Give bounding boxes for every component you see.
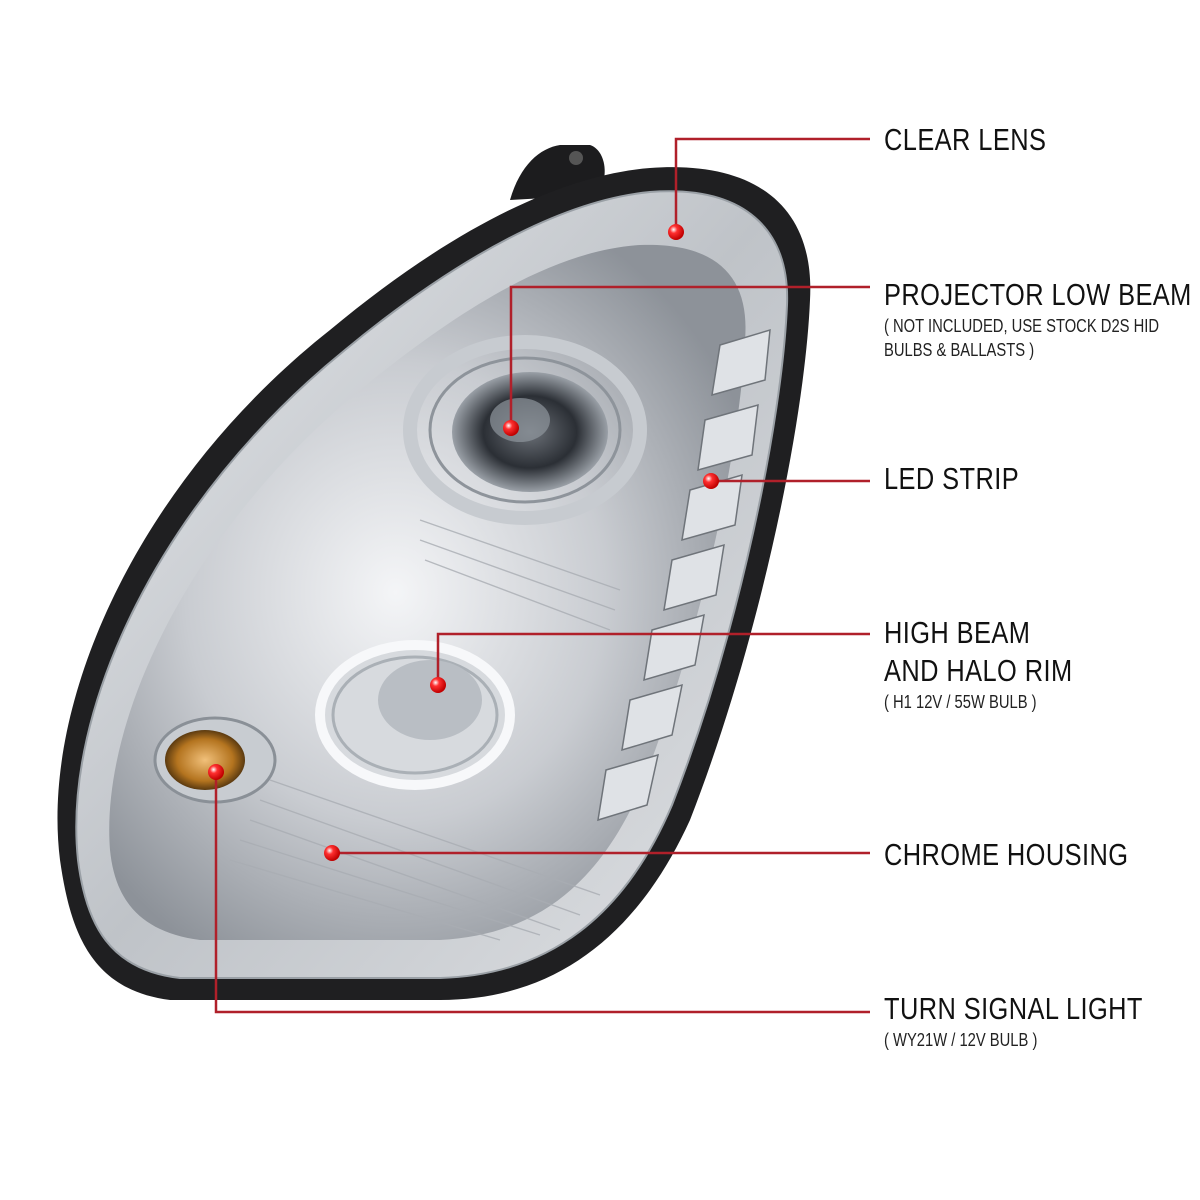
- reflector-ribs: [229, 519, 621, 941]
- clear-lens-title: CLEAR LENS: [884, 122, 1047, 157]
- high-beam-halo: [315, 640, 515, 790]
- callout-lines: [214, 137, 870, 1014]
- turn-signal-bulb: [153, 716, 277, 804]
- label-led-strip: LED STRIP: [884, 460, 1049, 498]
- label-high-beam: HIGH BEAM AND HALO RIM ( H1 12V / 55W BU…: [884, 614, 1114, 714]
- high-beam-title-line-1: HIGH BEAM: [884, 615, 1031, 650]
- high-beam-title-line-2: AND HALO RIM: [884, 653, 1073, 688]
- led-strip: [597, 328, 771, 822]
- high-beam-sub: ( H1 12V / 55W BULB ): [884, 692, 1037, 712]
- turn-signal-title: TURN SIGNAL LIGHT: [884, 991, 1143, 1026]
- turn-signal-sub: ( WY21W / 12V BULB ): [884, 1030, 1038, 1050]
- projector-title: PROJECTOR LOW BEAM: [884, 277, 1192, 312]
- projector-sub-line-2: BULBS & BALLASTS ): [884, 340, 1035, 360]
- projector-sub-line-1: ( NOT INCLUDED, USE STOCK D2S HID: [884, 316, 1160, 336]
- callout-dot-icon: [208, 224, 719, 861]
- label-projector-low-beam: PROJECTOR LOW BEAM ( NOT INCLUDED, USE S…: [884, 276, 1200, 362]
- label-clear-lens: CLEAR LENS: [884, 121, 1082, 159]
- projector-low-beam: [403, 335, 647, 525]
- label-chrome-housing: CHROME HOUSING: [884, 836, 1182, 874]
- led-strip-title: LED STRIP: [884, 461, 1020, 496]
- label-turn-signal: TURN SIGNAL LIGHT ( WY21W / 12V BULB ): [884, 990, 1200, 1052]
- chrome-housing-title: CHROME HOUSING: [884, 837, 1129, 872]
